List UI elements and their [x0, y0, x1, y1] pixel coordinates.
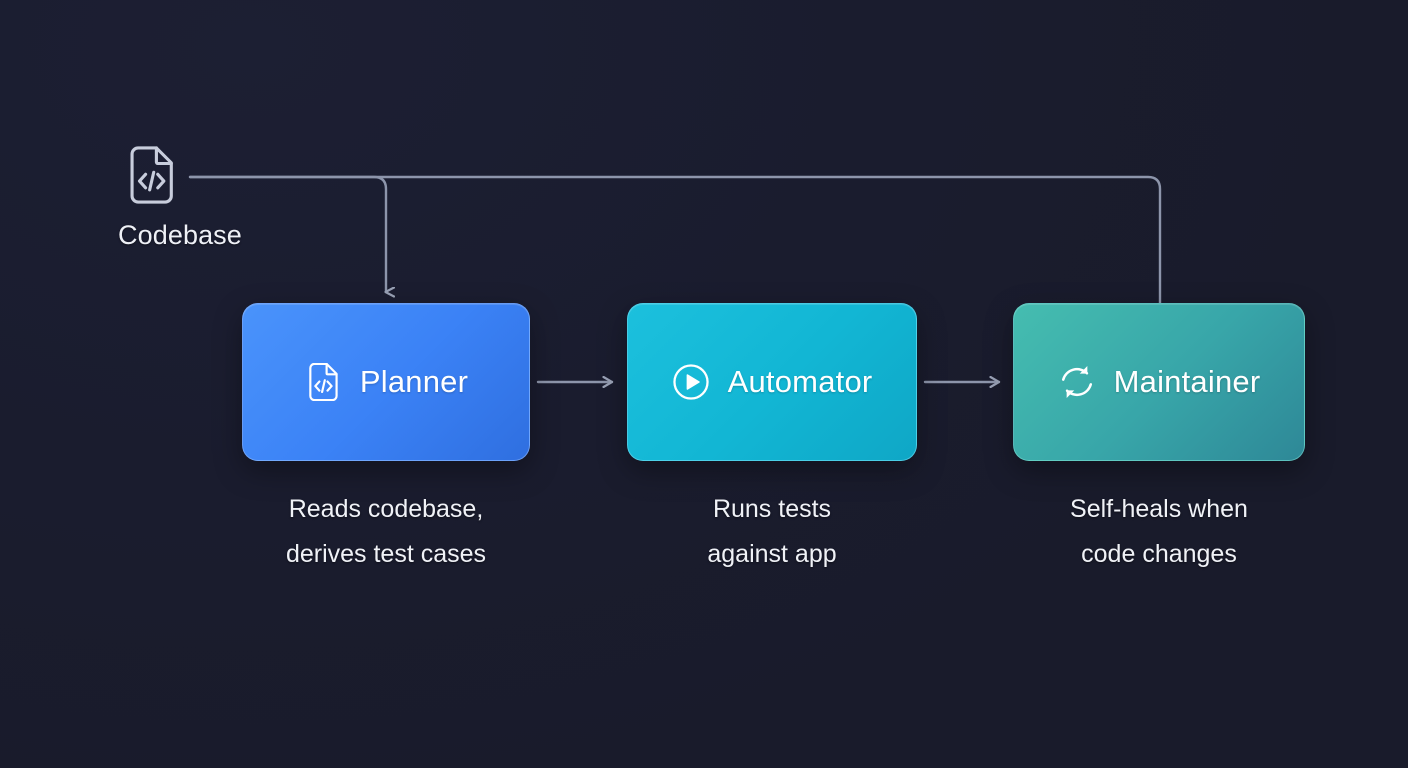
node-planner-label: Planner: [359, 364, 469, 399]
node-maintainer-label: Maintainer: [1113, 364, 1261, 399]
play-circle-icon: [672, 364, 709, 400]
caption-automator-line2: against app: [707, 540, 837, 568]
caption-planner-line2: derives test cases: [285, 540, 487, 568]
node-maintainer[interactable]: Maintainer: [1013, 303, 1305, 461]
refresh-sync-icon: [1061, 366, 1092, 398]
caption-maintainer-line2: code changes: [1081, 540, 1237, 568]
caption-automator: Runs tests against app: [627, 487, 917, 577]
file-code-icon: [130, 146, 173, 204]
file-code-icon: [309, 363, 338, 401]
node-automator[interactable]: Automator: [627, 303, 917, 461]
caption-planner-line1: Reads codebase,: [288, 495, 484, 523]
node-automator-label: Automator: [727, 364, 873, 399]
codebase-label: Codebase: [118, 220, 242, 250]
caption-automator-line1: Runs tests: [712, 495, 832, 523]
caption-maintainer-line1: Self-heals when: [1070, 495, 1248, 523]
node-planner[interactable]: Planner: [242, 303, 530, 461]
codebase-source-node: Codebase: [118, 146, 378, 251]
caption-maintainer: Self-heals when code changes: [1013, 487, 1305, 577]
caption-planner: Reads codebase, derives test cases: [242, 487, 530, 577]
edge-codebase-to-maintainer: [188, 175, 1162, 307]
